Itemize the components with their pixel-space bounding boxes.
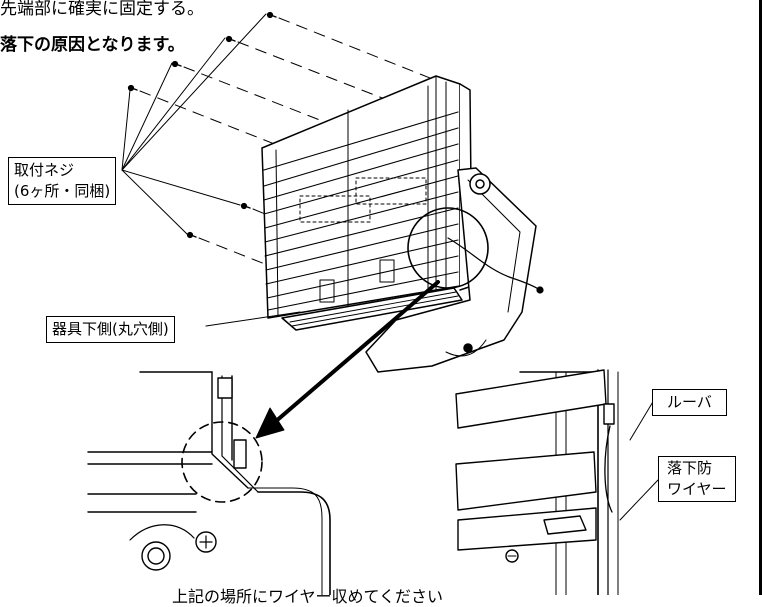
fixture-body [261, 75, 473, 331]
instruction-line-2-warning: 落下の原因となります。 [0, 35, 185, 55]
instruction-line-1: 先端部に確実に固定する。 [0, 0, 204, 19]
right-detail-view [455, 369, 619, 596]
screw-5 [240, 202, 251, 210]
screw-1 [266, 11, 277, 19]
detail-arrow [255, 280, 440, 439]
mounting-screws [127, 11, 277, 239]
callout-mounting-screws: 取付ネジ (6ヶ所・同梱) [8, 157, 117, 205]
callout-mounting-screws-title: 取付ネジ [14, 161, 75, 179]
screw-3 [171, 60, 182, 68]
detail-circle [407, 207, 489, 289]
left-detail-view [87, 371, 331, 596]
callout-mounting-screws-detail: (6ヶ所・同梱) [14, 182, 111, 200]
screw-callout-leaders [121, 13, 267, 235]
page-right-border [759, 0, 762, 595]
callout-fall-wire-line-1: 落下防 [667, 459, 713, 477]
screw-2 [225, 35, 236, 43]
bottom-instruction-note: 上記の場所にワイヤー収めてください [172, 587, 444, 606]
mounting-arm [365, 167, 537, 373]
callout-fall-prevention-wire: 落下防 ワイヤー [658, 456, 736, 502]
detail-dashed-circle [181, 421, 263, 503]
callout-fixture-bottom-side: 器具下側(丸穴側) [46, 316, 175, 343]
fall-prevention-wire [447, 237, 544, 294]
callout-fall-wire-line-2: ワイヤー [667, 480, 727, 498]
callout-louver: ルーバ [652, 389, 727, 416]
screw-4 [127, 84, 138, 92]
screw-6 [186, 231, 197, 239]
